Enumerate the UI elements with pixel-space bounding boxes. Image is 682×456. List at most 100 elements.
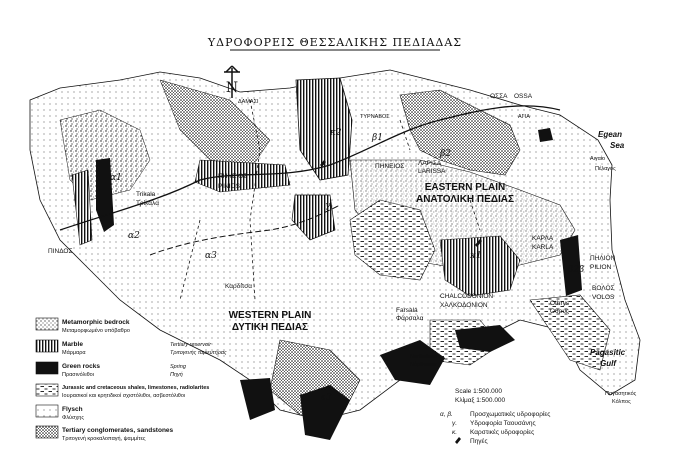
agia-label: ΑΓΙΑ — [518, 114, 530, 120]
ossa-en-label: OSSA — [514, 93, 533, 100]
legend-reservoir-gr: Τριτογενής ταμιευτήρας — [170, 349, 227, 356]
volos-label: ΒΟΛΟΣ — [592, 285, 615, 292]
narthakion-en-label: Narthakion — [410, 354, 437, 360]
legend-swatch-metamorphic — [35, 317, 59, 331]
egean-label: Egean — [598, 130, 622, 139]
farsala-gr-label: Φάρσαλα — [396, 314, 424, 322]
spring-icon — [475, 239, 482, 247]
marble-pineios — [194, 159, 291, 193]
legend-swatch-marble — [35, 339, 59, 353]
marble-west — [71, 169, 93, 246]
legend-metamorphic-gr: Μεταμορφωμένο υπόβαθρο — [62, 327, 130, 334]
western-plain-label: WESTERN PLAIN — [229, 310, 312, 321]
green-rocks-pilion — [560, 235, 582, 296]
aigaio-label: Αιγαίο — [590, 156, 605, 162]
pagasitikos-label: Παγασητικός — [605, 390, 637, 397]
legend-swatch-green-rocks — [35, 361, 59, 375]
legend-green-rocks-gr: Πρασινόλιθοι — [62, 371, 95, 378]
karla-gr-label: ΚΑΡΛΑ — [532, 235, 554, 242]
marble-center — [291, 194, 336, 241]
pineios-river — [59, 105, 561, 231]
map-title: ΥΔΡΟΦΟΡΕΙΣ ΘΕΣΣΑΛΙΚΗΣ ΠΕΔΙΑΔΑΣ — [207, 36, 462, 49]
scale-en: Scale 1:500.000 — [455, 388, 502, 395]
key-text-springs: Πηγές — [470, 437, 488, 445]
pineios-label: ΠΗΝΕΙΟΣ — [375, 163, 404, 170]
ossa-gr-label: ΟΣΣΑ — [490, 93, 508, 100]
othrys-gr-label: Όθρυς — [549, 308, 569, 315]
volos-en-label: VOLOS — [592, 294, 615, 301]
legend: Metamorphic bedrock Μεταμορφωμένο υπόβαθ… — [35, 317, 227, 442]
karla-en-label: KARLA — [532, 244, 554, 251]
pilion-gr-label: ΠΗΛΙΟΝ — [590, 255, 616, 262]
legend-spring-gr: Πηγή — [170, 371, 183, 378]
kolpos-label: Κόλπος — [612, 398, 631, 405]
othrys-en-label: Othrys — [550, 300, 570, 307]
legend-jurassic-gr: Ιουρασικοί και κρητιδικοί σχιστόλιθοι, α… — [62, 392, 186, 399]
aquifer-boundary — [179, 99, 481, 301]
legend-green-rocks-en: Green rocks — [62, 363, 100, 370]
sea-label: Sea — [610, 141, 625, 150]
pinios-label: PINIOS — [218, 183, 241, 190]
narthakion-gr-label: Νάρθακιον — [410, 361, 437, 368]
aquifer-code-label: κ1 — [469, 251, 482, 261]
jurassic-central — [349, 199, 436, 281]
aquifer-key: α, β. Προσχωματικές υδροφορίες γ. Υδροφο… — [440, 410, 550, 445]
green-rocks-south-1 — [300, 385, 350, 440]
pelagos-label: Πέλαγος — [595, 165, 616, 172]
legend-metamorphic-en: Metamorphic bedrock — [62, 319, 130, 326]
legend-tertiary-en: Tertiary conglomerates, sandstones — [62, 427, 174, 434]
pindos-label: ΠΙΝΔΟΣ — [48, 248, 72, 255]
karditsa-label: Καρδίτσα — [225, 282, 252, 290]
green-rocks-south-2 — [380, 340, 445, 385]
legend-swatch-tertiary — [35, 425, 59, 439]
legend-tertiary-gr: Τριτογενή κροκαλοπαγή, ψαμμίτες — [62, 435, 146, 442]
legend-marble-en: Marble — [62, 341, 83, 348]
chalkodonion-gr-label: ΧΑΛΚΟΔΟΝΙΟΝ — [440, 302, 488, 309]
larissa-gr-label: ΛΑΡΙΣΑ — [418, 160, 442, 167]
green-rocks-south-3 — [455, 325, 515, 352]
key-text-taousani: Υδροφορία Ταουσάνης — [470, 419, 536, 427]
aquifer-code-label: α1 — [110, 173, 122, 183]
green-rocks-southwest — [240, 378, 275, 420]
aquifer-code-label: β2β — [567, 265, 584, 275]
legend-swatch-jurassic — [35, 383, 59, 397]
trikala-en-label: Trikala — [136, 191, 156, 198]
aquifer-code-label: β2 — [439, 149, 451, 159]
tyrnavos-label: ΤΥΡΝΑΒΟΣ — [360, 114, 390, 120]
key-text-karst: Καρστικές υδροφορίες — [470, 428, 534, 436]
spring-markers — [320, 160, 482, 247]
aquifer-code-label: α2 — [128, 231, 140, 241]
western-plain-gr-label: ΔΥΤΙΚΗ ΠΕΔΙΑΣ — [232, 322, 308, 333]
scale-gr: Κλίμαξ 1:500.000 — [455, 396, 506, 404]
key-code-g: γ. — [452, 420, 457, 427]
eastern-plain-gr-label: ΑΝΑΤΟΛΙΚΗ ΠΕΔΙΑΣ — [416, 194, 514, 205]
pagasitic-label: Pagasitic — [590, 348, 626, 357]
trikala-gr-label: Τρίκαλα — [136, 199, 159, 207]
gulf-label: Gulf — [600, 359, 617, 368]
farsala-en-label: Farsala — [396, 307, 418, 314]
pilion-en-label: PILION — [590, 264, 612, 271]
key-text-alluvial: Προσχωματικές υδροφορίες — [470, 410, 550, 418]
damasi-label: ΔΑΜΑΣΙ — [238, 99, 259, 105]
legend-marble-gr: Μάρμαρα — [62, 349, 86, 356]
aquifer-code-label: κ3 — [319, 393, 332, 403]
pineios-west-label: ΠΗΝΕΙΟΣ — [218, 173, 247, 180]
legend-spring-en: Spring — [170, 364, 187, 370]
aquifer-code-label: γ — [325, 201, 331, 211]
green-rocks-agia — [538, 128, 553, 142]
key-code-k: κ. — [452, 429, 457, 436]
spring-icon — [320, 160, 326, 167]
chalkodonion-area — [439, 235, 521, 297]
aquifer-code-label: β1 — [371, 133, 383, 143]
tertiary-east — [399, 89, 521, 176]
aquifer-code-label: κ2 — [329, 128, 342, 138]
chalkodonion-en-label: CHALCODONION — [440, 293, 493, 300]
key-code-ab: α, β. — [440, 411, 453, 418]
legend-flysch-gr: Φλύσχης — [62, 414, 84, 421]
marble-north — [295, 77, 353, 181]
jurassic-southeast — [529, 294, 611, 371]
tributary-river — [149, 204, 341, 256]
aquifer-code-label: α3 — [205, 251, 217, 261]
eastern-plain-label: EASTERN PLAIN — [425, 182, 506, 193]
